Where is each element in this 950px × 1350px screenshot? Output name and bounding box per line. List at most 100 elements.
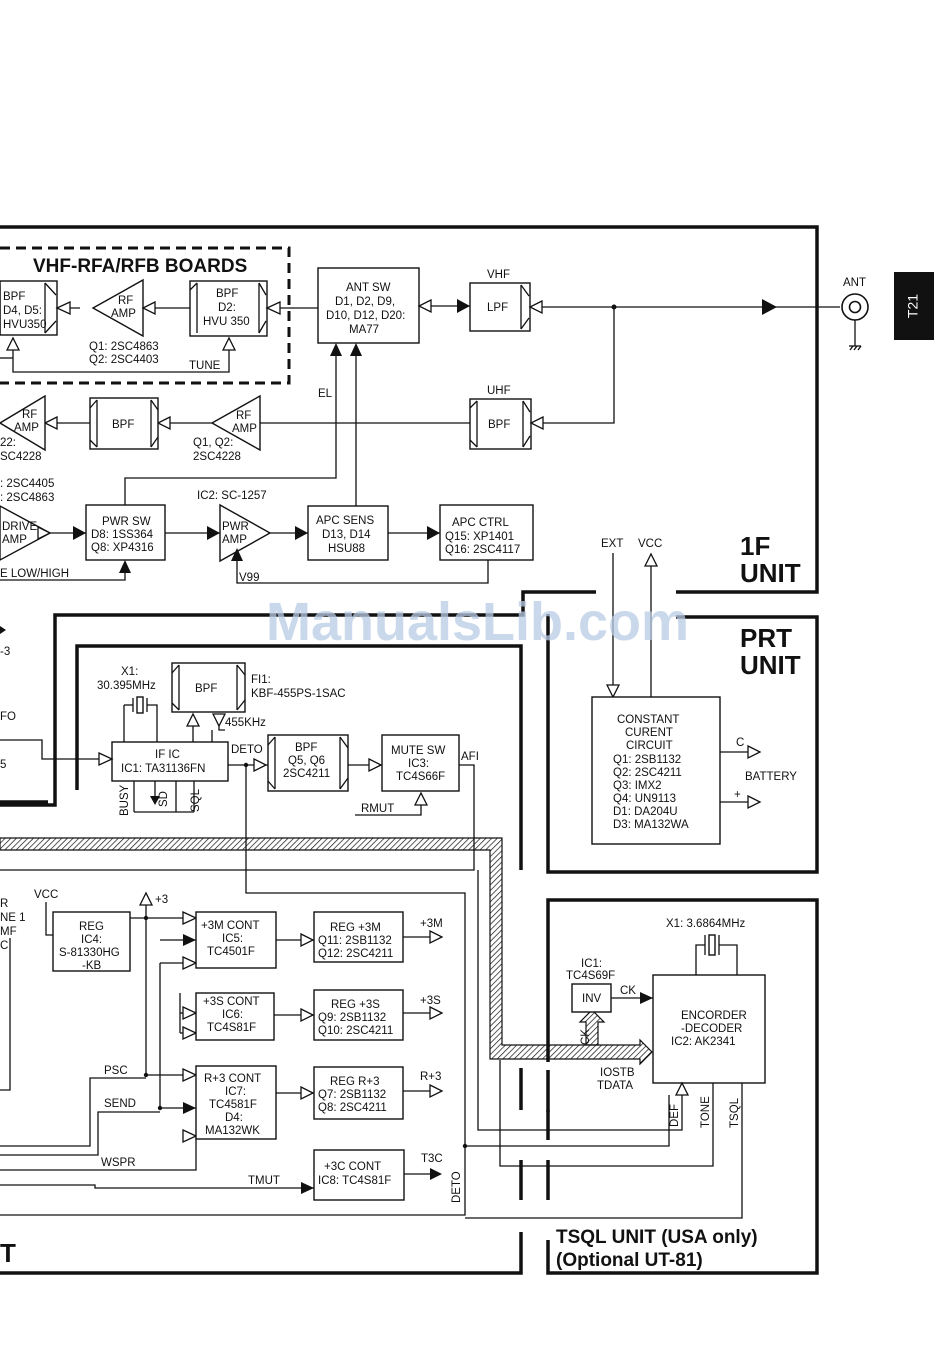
apc-ctrl-block (439, 504, 534, 561)
data-bus-inv (578, 1009, 606, 1046)
bpf-mid-label: BPF (112, 419, 134, 431)
cc-l4: Q1: 2SB1132 (613, 754, 681, 766)
cc-l7: Q4: UN9113 (613, 793, 676, 805)
vhf-label: VHF (487, 269, 510, 281)
reg-r3-l1: REG R+3 (330, 1076, 380, 1088)
bpf-if-label: BPF (195, 683, 217, 695)
rf-amp-mid-parts-1: Q1, Q2: (193, 437, 233, 449)
bpf-left-l3: HVU350 (3, 319, 46, 331)
fi1-l1: FI1: (251, 674, 271, 686)
apc-ctrl-l1: APC CTRL (452, 517, 509, 529)
rmut-label: RMUT (361, 803, 394, 815)
rf-amp-left-parts-2: SC4228 (0, 451, 42, 463)
apc-sens-l2: D13, D14 (322, 529, 371, 541)
bpf-q5-l2: Q5, Q6 (288, 755, 325, 767)
reg-r3-l2: Q7: 2SB1132 (318, 1089, 386, 1101)
out-r3-label: R+3 (420, 1071, 441, 1083)
bpf-d2-block (189, 280, 268, 337)
rf-amp-left-l2: AMP (14, 422, 39, 434)
iostb-label: IOSTB (600, 1067, 635, 1079)
cont-r3-block (195, 1065, 277, 1140)
apc-sens-l3: HSU88 (328, 543, 365, 555)
prt-unit-label-2: UNIT (740, 650, 801, 680)
prt-unit-label-1: PRT (740, 623, 792, 653)
cc-l2: CURENT (625, 727, 673, 739)
apc-sens-l1: APC SENS (316, 515, 374, 527)
drive-parts-1: : 2SC4405 (0, 478, 54, 490)
x1-tsql-label: X1: 3.6864MHz (666, 918, 746, 930)
rf-amp-mid (210, 394, 261, 452)
bpf-q5-l1: BPF (295, 742, 317, 754)
reg-3m-l1: REG +3M (330, 922, 381, 934)
psc-label: PSC (104, 1065, 128, 1077)
cont-3m-l2: IC5: (222, 933, 243, 945)
reg-3s-l2: Q9: 2SB1132 (318, 1012, 386, 1024)
busy-label: BUSY (119, 784, 131, 816)
reg-3m-l2: Q11: 2SB1132 (318, 935, 392, 947)
tsql-unit-label-1: TSQL UNIT (USA only) (556, 1227, 758, 1248)
plus-label: + (734, 789, 741, 801)
cont-3c-l2: IC8: TC4S81F (318, 1175, 391, 1187)
mute-sw-l1: MUTE SW (391, 745, 445, 757)
bpf-if-block (171, 662, 246, 713)
cont-3c-block (313, 1149, 405, 1201)
pwr-amp (219, 503, 272, 563)
bpf-q5-l3: 2SC4211 (283, 768, 330, 780)
unit-borders (0, 225, 819, 1275)
data-bus (0, 837, 653, 1066)
inv-ic-l2: TC4S69F (566, 970, 615, 982)
apc-ctrl-l3: Q16: 2SC4117 (445, 544, 520, 556)
mute-sw-block (381, 734, 460, 792)
inv-ic-l1: IC1: (581, 958, 602, 970)
vcc-label: VCC (638, 538, 662, 550)
bpf-d2-l2: D2: (218, 302, 236, 314)
ant-label: ANT (843, 277, 866, 289)
drive-amp-l1: DRIVE (2, 521, 37, 533)
reg-ic4-l3: S-81330HG (59, 947, 120, 959)
khz-label: 455KHz (225, 717, 266, 729)
send-label: SEND (104, 1098, 136, 1110)
drive-amp (0, 505, 52, 561)
reg-3m-block (313, 911, 404, 963)
fi1-l2: KBF-455PS-1SAC (251, 688, 346, 700)
cont-3s-l1: +3S CONT (203, 996, 260, 1008)
cc-l5: Q2: 2SC4211 (613, 767, 682, 779)
ant-sw-l4: MA77 (349, 324, 379, 336)
cont-3m-l3: TC4501F (207, 946, 255, 958)
cont-r3-l2: IC7: (225, 1086, 246, 1098)
bpf-left-block (0, 280, 58, 336)
wspr-label: WSPR (101, 1157, 136, 1169)
rf-amp-left (0, 394, 46, 452)
rf-amp-left-l1: RF (22, 409, 37, 421)
minus3-label: -3 (0, 646, 10, 658)
vhf-lpf-block (469, 282, 531, 332)
tone-label: TONE (700, 1096, 712, 1128)
pwr-sw-l2: D8: 1SS364 (91, 529, 154, 541)
reg-3s-block (313, 989, 404, 1041)
apc-sens-block (307, 505, 389, 561)
vhf-lpf-label: LPF (487, 302, 508, 314)
tsql-unit-label-2: (Optional UT-81) (556, 1250, 703, 1271)
cont-3m-l1: +3M CONT (201, 920, 259, 932)
tsql-label: TSQL (729, 1097, 741, 1128)
reg-ic4-block (52, 911, 131, 972)
c-label: C (736, 737, 744, 749)
pwr-sw-l3: Q8: XP4316 (91, 542, 154, 554)
r-frag: R (0, 898, 8, 910)
reg-ic4-l2: IC4: (81, 934, 102, 946)
battery-label: BATTERY (745, 771, 797, 783)
inv-label: INV (582, 993, 602, 1005)
cc-l9: D3: MA132WA (613, 819, 689, 831)
t3c-label: T3C (421, 1153, 443, 1165)
reg-r3-l3: Q8: 2SC4211 (318, 1102, 387, 1114)
cont-r3-l3: TC4581F (209, 1099, 257, 1111)
cc-l3: CIRCUIT (626, 740, 673, 752)
uhf-bpf-block (469, 398, 532, 450)
inv-block (571, 983, 612, 1013)
el-label: EL (318, 388, 333, 400)
rf-amp-left-parts-1: 22: (0, 437, 16, 449)
if-ic-l2: IC1: TA31136FN (121, 763, 205, 775)
ant-sw-l1: ANT SW (346, 282, 391, 294)
encoder-l1: ENCORDER (681, 1010, 747, 1022)
apc-ctrl-l2: Q15: XP1401 (445, 531, 514, 543)
